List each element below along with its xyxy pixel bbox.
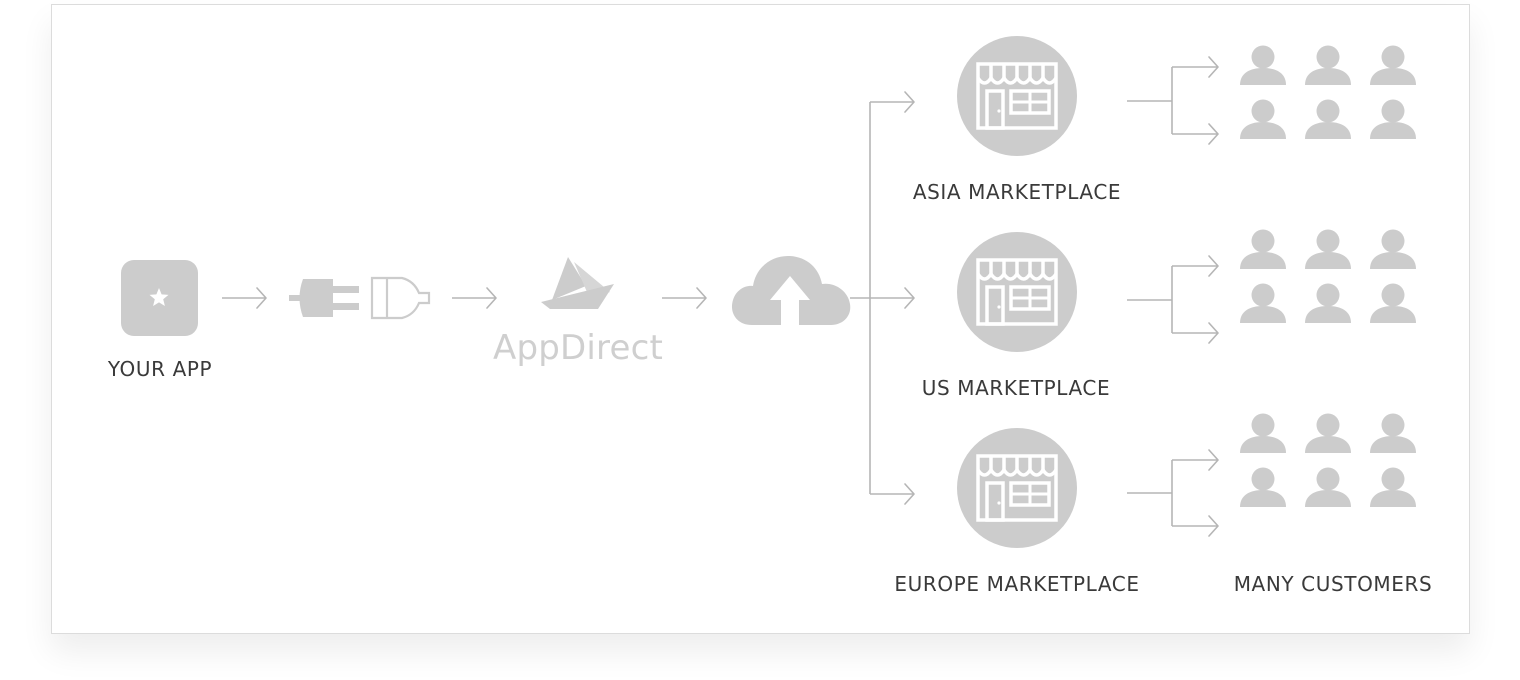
person-icon [1305, 283, 1351, 323]
person-icon [1240, 413, 1286, 453]
branch-europe-to-customers [1127, 449, 1219, 537]
person-icon [1240, 467, 1286, 507]
person-icon [1240, 99, 1286, 139]
person-icon [1370, 467, 1416, 507]
person-icon [1370, 45, 1416, 85]
storefront-icon [955, 34, 1079, 158]
appdirect-wordmark: AppDirect [492, 328, 664, 368]
customer-group-us [1240, 229, 1416, 323]
appdirect-logo-icon [541, 257, 614, 309]
person-icon [1370, 413, 1416, 453]
us-marketplace-label: US MARKETPLACE [921, 376, 1111, 400]
many-customers-label: MANY CUSTOMERS [1233, 572, 1433, 596]
branch-cloud-to-marketplaces [850, 91, 915, 505]
person-icon [1305, 99, 1351, 139]
customer-group-asia [1240, 45, 1416, 139]
branch-asia-to-customers [1127, 56, 1219, 145]
your-app-label: YOUR APP [107, 357, 213, 381]
person-icon [1305, 467, 1351, 507]
arrow-plug-to-brand [452, 287, 497, 309]
customer-group-europe [1240, 413, 1416, 507]
person-icon [1305, 45, 1351, 85]
asia-marketplace-label: ASIA MARKETPLACE [912, 180, 1122, 204]
plug-icon [289, 276, 431, 320]
person-icon [1305, 413, 1351, 453]
arrow-app-to-plug [222, 287, 267, 309]
person-icon [1240, 45, 1286, 85]
star-icon [149, 288, 169, 306]
person-icon [1240, 229, 1286, 269]
branch-us-to-customers [1127, 255, 1219, 344]
storefront-icon [955, 426, 1079, 550]
person-icon [1370, 99, 1416, 139]
europe-marketplace-label: EUROPE MARKETPLACE [894, 572, 1140, 596]
person-icon [1240, 283, 1286, 323]
person-icon [1370, 283, 1416, 323]
arrow-brand-to-cloud [662, 287, 707, 309]
cloud-upload-icon [731, 255, 851, 326]
person-icon [1370, 229, 1416, 269]
app-icon [121, 260, 198, 336]
person-icon [1305, 229, 1351, 269]
storefront-icon [955, 230, 1079, 354]
